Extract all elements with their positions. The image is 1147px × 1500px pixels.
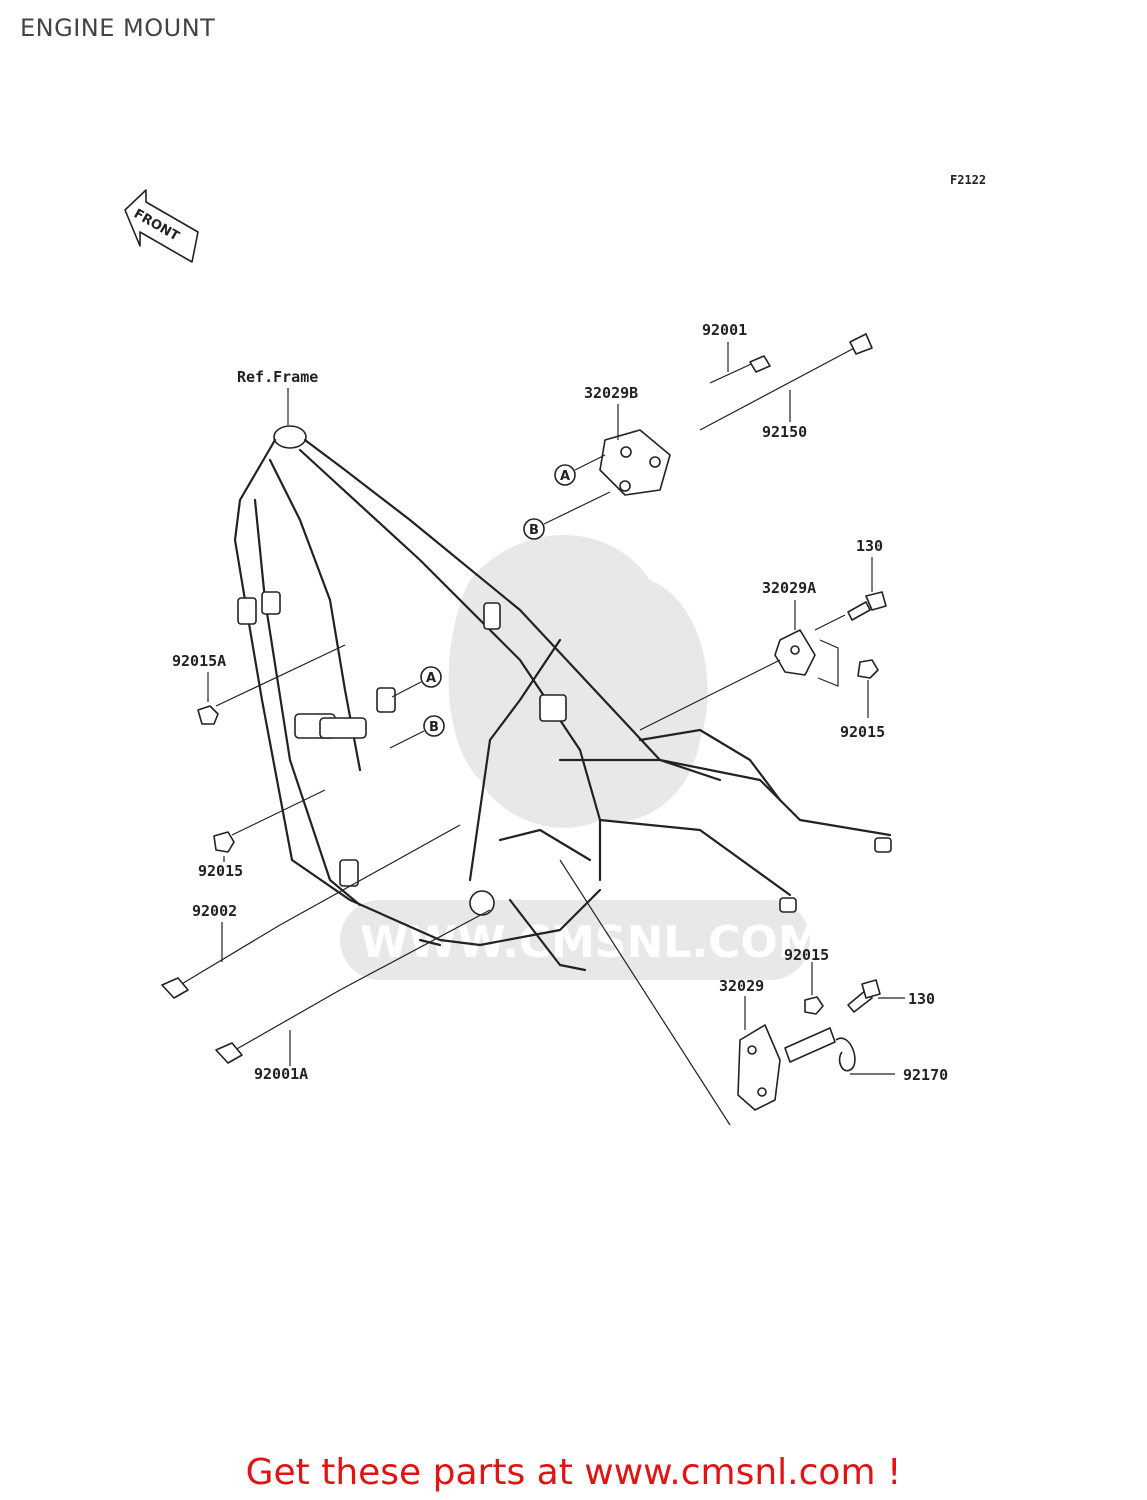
callout-92002: 92002 xyxy=(192,902,237,920)
long-bolt-92150 xyxy=(699,333,873,431)
callout-32029: 32029 xyxy=(719,977,764,995)
callout-32029B: 32029B xyxy=(584,384,638,402)
nut-92015-right xyxy=(817,639,879,718)
bracket-32029A xyxy=(639,600,816,731)
svg-text:A: A xyxy=(426,671,436,686)
callout-32029A: 32029A xyxy=(762,579,816,597)
watermark-url: WWW.CMSNL.COM xyxy=(360,917,822,968)
marker-a-frame: A xyxy=(391,666,442,698)
bolt-130-bottom xyxy=(847,979,905,1013)
callout-130-top: 130 xyxy=(856,537,883,555)
callout-92001: 92001 xyxy=(702,321,747,339)
bolt-92002 xyxy=(161,824,461,999)
promo-link[interactable]: Get these parts at www.cmsnl.com ! xyxy=(245,1452,902,1493)
marker-b-frame: B xyxy=(389,715,445,749)
cmsnl-watermark: WWW.CMSNL.COM xyxy=(340,535,822,980)
bolt-92001A xyxy=(215,909,491,1066)
plate-92170 xyxy=(784,1027,895,1075)
motorcycle-frame xyxy=(233,425,892,972)
nut-92015-left xyxy=(213,789,326,862)
bolt-92001 xyxy=(709,342,771,384)
callout-92015-left: 92015 xyxy=(198,862,243,880)
ref-frame-label: Ref.Frame xyxy=(237,368,318,386)
figure-code: F2122 xyxy=(950,173,986,187)
callout-92001A: 92001A xyxy=(254,1065,308,1083)
callout-92015-right: 92015 xyxy=(840,723,885,741)
front-direction-arrow-icon: FRONT xyxy=(124,189,199,263)
callout-130-bottom: 130 xyxy=(908,990,935,1008)
nut-92015A xyxy=(197,644,346,725)
bracket-32029 xyxy=(559,859,781,1126)
marker-b-top: B xyxy=(523,491,611,540)
callout-92150: 92150 xyxy=(762,423,807,441)
bolt-130-top xyxy=(814,557,887,631)
callout-92015-bottom: 92015 xyxy=(784,946,829,964)
marker-a-top: A xyxy=(554,454,606,486)
callout-92015A: 92015A xyxy=(172,652,226,670)
svg-text:A: A xyxy=(560,469,570,484)
svg-text:B: B xyxy=(529,523,539,538)
page-title: ENGINE MOUNT xyxy=(20,14,216,42)
bracket-32029B xyxy=(599,404,671,496)
nut-92015-bottom xyxy=(804,962,824,1015)
svg-text:B: B xyxy=(429,720,439,735)
callout-92170: 92170 xyxy=(903,1066,948,1084)
